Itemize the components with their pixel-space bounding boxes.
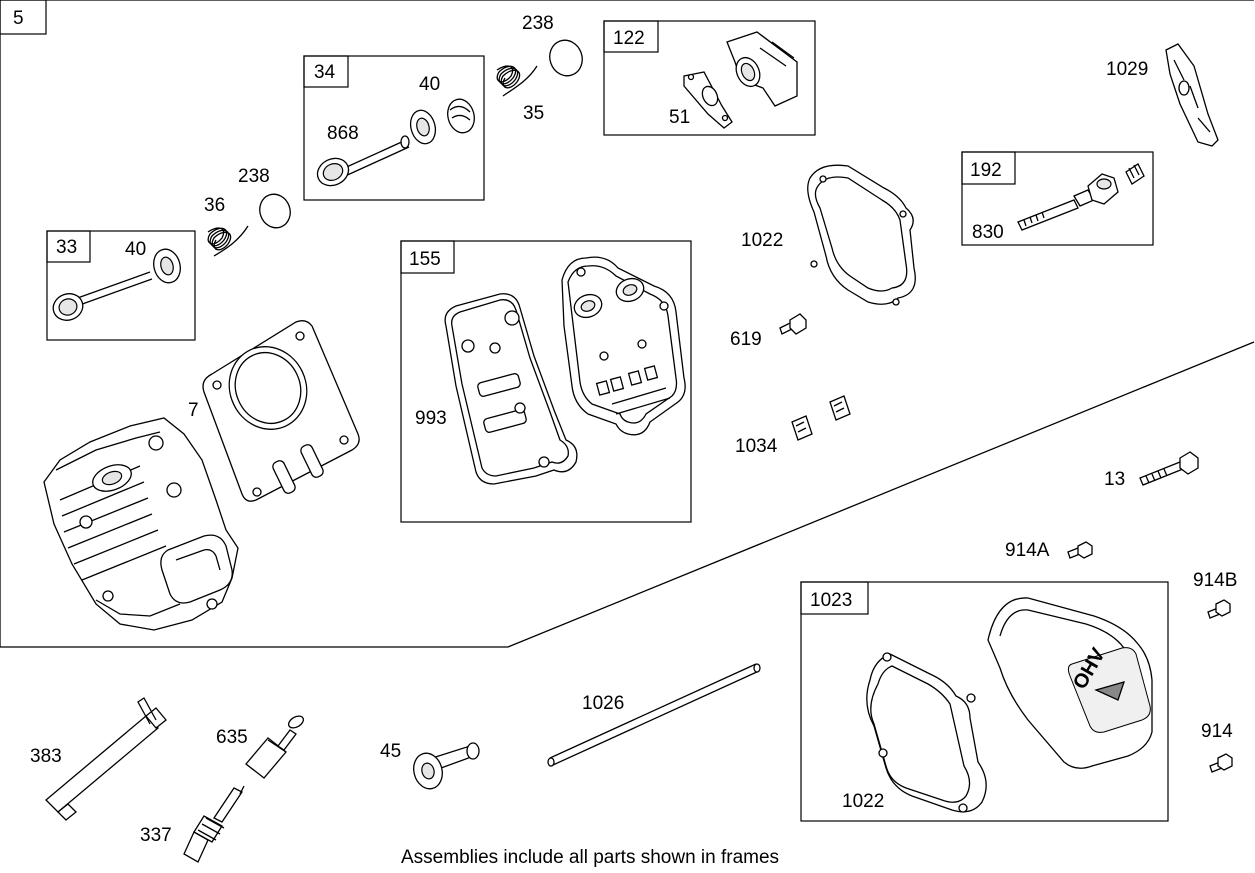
frame-1023-label: 1023	[810, 590, 852, 611]
part-914a-screw[interactable]	[1067, 541, 1093, 559]
part-7-head-gasket[interactable]	[202, 320, 360, 502]
callout-337: 337	[140, 825, 172, 846]
frame-192-label: 192	[970, 160, 1002, 181]
callout-635: 635	[216, 727, 248, 748]
part-1034-clips[interactable]	[791, 395, 851, 441]
part-33-valve[interactable]	[49, 246, 183, 324]
part-155-carrier-plate[interactable]	[561, 256, 686, 436]
part-40-retainer-upper[interactable]	[407, 96, 478, 146]
callout-914b: 914B	[1193, 570, 1237, 591]
section-5-tag-box	[0, 0, 47, 35]
callout-238-lower: 238	[238, 166, 270, 187]
callout-1022-upper: 1022	[741, 230, 783, 251]
callout-1029: 1029	[1106, 59, 1148, 80]
frame-33-label: 33	[56, 237, 77, 258]
frame-155[interactable]: 155	[400, 240, 692, 523]
frame-122-label: 122	[613, 28, 645, 49]
frame-122[interactable]: 122	[603, 20, 816, 136]
part-1029-rocker-arm[interactable]	[1165, 43, 1219, 147]
part-830-rocker-stud[interactable]	[1017, 163, 1145, 231]
part-383-plug-wrench[interactable]	[45, 697, 167, 821]
part-238-cap-upper[interactable]	[545, 36, 587, 81]
callout-40-lower: 40	[125, 239, 146, 260]
callout-1034: 1034	[735, 436, 778, 457]
frame-155-label: 155	[409, 249, 441, 270]
part-337-spark-plug[interactable]	[183, 785, 245, 863]
section-5-tag: 5	[13, 8, 24, 29]
part-868-valve[interactable]	[313, 135, 410, 191]
callout-51: 51	[669, 107, 690, 128]
part-993-gasket[interactable]	[444, 293, 578, 485]
part-619-bolt[interactable]	[779, 313, 807, 335]
callout-914: 914	[1201, 721, 1233, 742]
part-51-gasket[interactable]	[683, 71, 733, 129]
callout-7: 7	[188, 400, 199, 421]
callout-868: 868	[327, 123, 359, 144]
section-5-outline	[0, 0, 1255, 648]
part-35-spring[interactable]	[496, 65, 538, 97]
frame-1023[interactable]: 1023	[800, 581, 1169, 822]
part-1026-push-rod[interactable]	[547, 663, 761, 767]
frame-192[interactable]: 192	[961, 151, 1154, 246]
part-1023-valve-cover[interactable]: OHV	[987, 597, 1153, 769]
callout-993: 993	[415, 408, 447, 429]
part-914b-screw[interactable]	[1207, 599, 1231, 619]
diagram-caption: Assemblies include all parts shown in fr…	[401, 847, 779, 868]
callout-40-upper: 40	[419, 74, 440, 95]
callout-45: 45	[380, 741, 401, 762]
frame-34-label: 34	[314, 62, 336, 83]
part-13-bolt[interactable]	[1139, 451, 1199, 486]
part-cylinder-head[interactable]	[43, 417, 239, 631]
frame-34[interactable]: 34	[303, 55, 485, 201]
part-45-valve-guide[interactable]	[410, 742, 480, 792]
callout-619: 619	[730, 329, 762, 350]
callout-383: 383	[30, 746, 62, 767]
part-914-screw[interactable]	[1209, 753, 1233, 773]
callout-36: 36	[204, 195, 225, 216]
callout-830: 830	[972, 222, 1004, 243]
part-635-valve[interactable]	[245, 714, 305, 779]
part-122-adapter[interactable]	[726, 31, 798, 107]
callout-1026: 1026	[582, 693, 624, 714]
part-1022-valve-cover-gasket-lower[interactable]	[866, 652, 987, 813]
part-238-cap-lower[interactable]	[255, 190, 295, 232]
part-36-spring[interactable]	[207, 225, 249, 257]
callout-35: 35	[523, 103, 544, 124]
callout-13: 13	[1104, 469, 1125, 490]
frame-33[interactable]: 33	[46, 230, 196, 341]
part-1022-valve-cover-gasket-upper[interactable]	[807, 164, 916, 306]
callout-238-upper: 238	[522, 13, 554, 34]
callout-1022-lower: 1022	[842, 791, 884, 812]
callout-914a: 914A	[1005, 540, 1050, 561]
